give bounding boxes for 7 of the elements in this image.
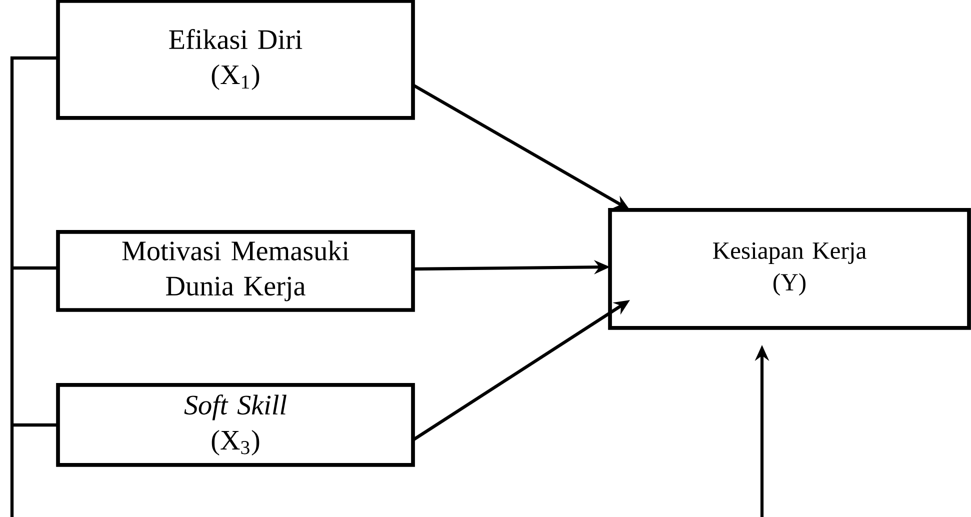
text-box: Motivasi Memasuki Dunia Kerja — [56, 230, 415, 312]
connector-line — [12, 423, 58, 427]
text-box: Kesiapan Kerja (Y) — [608, 208, 971, 330]
text-box: Soft Skill (X$_{3}$) — [56, 383, 415, 467]
connector-line — [10, 56, 58, 517]
text-box: Efikasi Diri (X$_{1}$) — [56, 0, 415, 120]
connector-line — [12, 266, 58, 270]
